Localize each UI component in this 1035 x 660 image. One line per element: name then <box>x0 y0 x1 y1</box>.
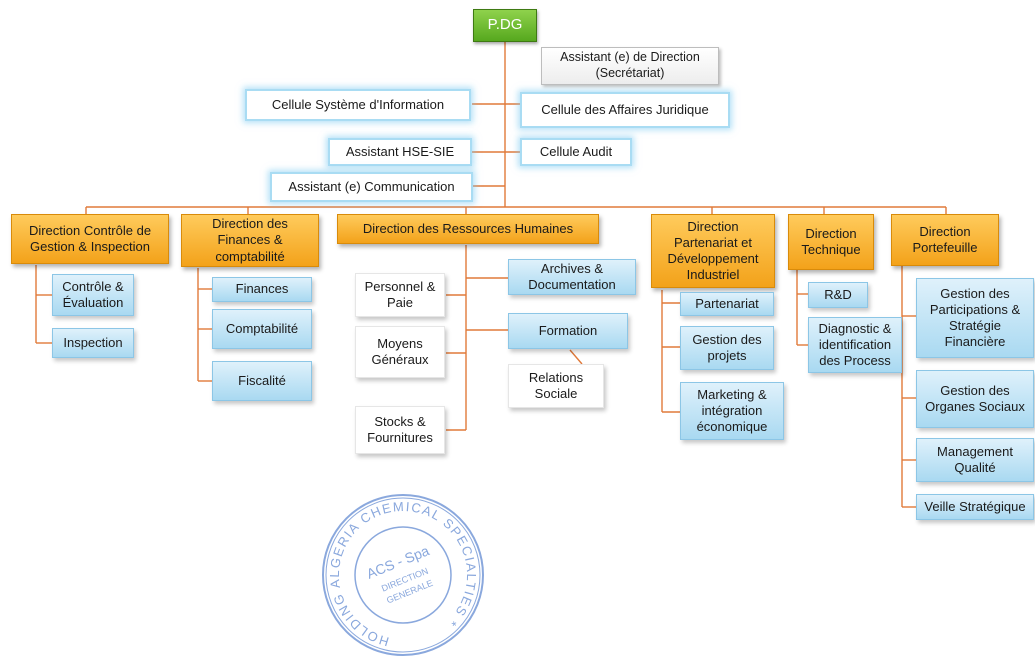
unit-fiscalite: Fiscalité <box>212 361 312 401</box>
unit-label: Marketing & intégration économique <box>696 386 768 435</box>
direction-finances-label: Direction des Finances & comptabilité <box>212 216 288 264</box>
direction-partenariat: Direction Partenariat et Développement I… <box>651 214 775 288</box>
unit-label: Contrôle & Évaluation <box>62 278 124 310</box>
unit-label: Partenariat <box>695 295 759 311</box>
unit-formation: Formation <box>508 313 628 349</box>
direction-ressources-humaines: Direction des Ressources Humaines <box>337 214 599 244</box>
unit-label: Relations Sociale <box>528 369 584 401</box>
unit-moyens-generaux: Moyens Généraux <box>355 326 445 378</box>
assistant-hse-label: Assistant HSE-SIE <box>345 143 455 159</box>
unit-rd: R&D <box>808 282 868 308</box>
unit-label: Veille Stratégique <box>924 498 1026 514</box>
direction-controle-gestion-label: Direction Contrôle de Gestion & Inspecti… <box>28 222 152 254</box>
assistant-hse-box: Assistant HSE-SIE <box>328 138 472 166</box>
unit-label: Gestion des Participations & Stratégie F… <box>929 285 1021 350</box>
pdg-box: P.DG <box>473 9 537 42</box>
unit-label: R&D <box>824 286 852 302</box>
direction-portefeuille: Direction Portefeuille <box>891 214 999 266</box>
unit-partenariat: Partenariat <box>680 292 774 316</box>
unit-gestion-projets: Gestion des projets <box>680 326 774 370</box>
unit-management-qualite: Management Qualité <box>916 438 1034 482</box>
unit-gestion-organes-sociaux: Gestion des Organes Sociaux <box>916 370 1034 428</box>
assistant-direction-label: Assistant (e) de Direction (Secrétariat) <box>560 50 700 80</box>
unit-label: Gestion des Organes Sociaux <box>925 382 1025 414</box>
unit-label: Archives & Documentation <box>528 260 616 292</box>
unit-label: Formation <box>538 322 598 338</box>
unit-label: Comptabilité <box>225 320 299 336</box>
unit-label: Fiscalité <box>238 372 286 388</box>
cellule-juridique-label: Cellule des Affaires Juridique <box>541 101 709 117</box>
direction-finances: Direction des Finances & comptabilité <box>181 214 319 267</box>
pdg-label: P.DG <box>487 16 523 34</box>
cellule-juridique-box: Cellule des Affaires Juridique <box>520 92 730 128</box>
unit-label: Finances <box>235 281 289 297</box>
assistant-direction-box: Assistant (e) de Direction (Secrétariat) <box>541 47 719 85</box>
unit-label: Moyens Généraux <box>371 335 429 367</box>
company-stamp: HOLDING ALGERIA CHEMICAL SPECIALTIES * A… <box>318 490 488 660</box>
unit-diagnostic-process: Diagnostic & identification des Process <box>808 317 902 373</box>
direction-technique: Direction Technique <box>788 214 874 270</box>
unit-label: Management Qualité <box>937 443 1013 475</box>
unit-gestion-participations: Gestion des Participations & Stratégie F… <box>916 278 1034 358</box>
direction-portefeuille-label: Direction Portefeuille <box>912 223 978 255</box>
cellule-audit-label: Cellule Audit <box>539 143 613 159</box>
unit-veille-strategique: Veille Stratégique <box>916 494 1034 520</box>
assistant-communication-box: Assistant (e) Communication <box>270 172 473 202</box>
direction-partenariat-label: Direction Partenariat et Développement I… <box>667 218 759 283</box>
unit-stocks-fournitures: Stocks & Fournitures <box>355 406 445 454</box>
unit-finances: Finances <box>212 277 312 302</box>
unit-inspection: Inspection <box>52 328 134 358</box>
unit-label: Gestion des projets <box>692 331 762 363</box>
unit-marketing-integration: Marketing & intégration économique <box>680 382 784 440</box>
unit-personnel-paie: Personnel & Paie <box>355 273 445 317</box>
cellule-si-label: Cellule Système d'Information <box>271 96 445 112</box>
unit-label: Personnel & Paie <box>364 278 436 310</box>
unit-label: Diagnostic & identification des Process <box>818 320 892 369</box>
direction-technique-label: Direction Technique <box>801 225 861 257</box>
cellule-si-box: Cellule Système d'Information <box>245 89 471 121</box>
unit-comptabilite: Comptabilité <box>212 309 312 349</box>
unit-label: Stocks & Fournitures <box>367 413 433 445</box>
direction-rh-label: Direction des Ressources Humaines <box>362 220 574 236</box>
unit-relations-sociale: Relations Sociale <box>508 364 604 408</box>
assistant-communication-label: Assistant (e) Communication <box>288 178 455 194</box>
direction-controle-gestion: Direction Contrôle de Gestion & Inspecti… <box>11 214 169 264</box>
unit-label: Inspection <box>63 334 123 350</box>
unit-controle-evaluation: Contrôle & Évaluation <box>52 274 134 316</box>
cellule-audit-box: Cellule Audit <box>520 138 632 166</box>
unit-archives-documentation: Archives & Documentation <box>508 259 636 295</box>
